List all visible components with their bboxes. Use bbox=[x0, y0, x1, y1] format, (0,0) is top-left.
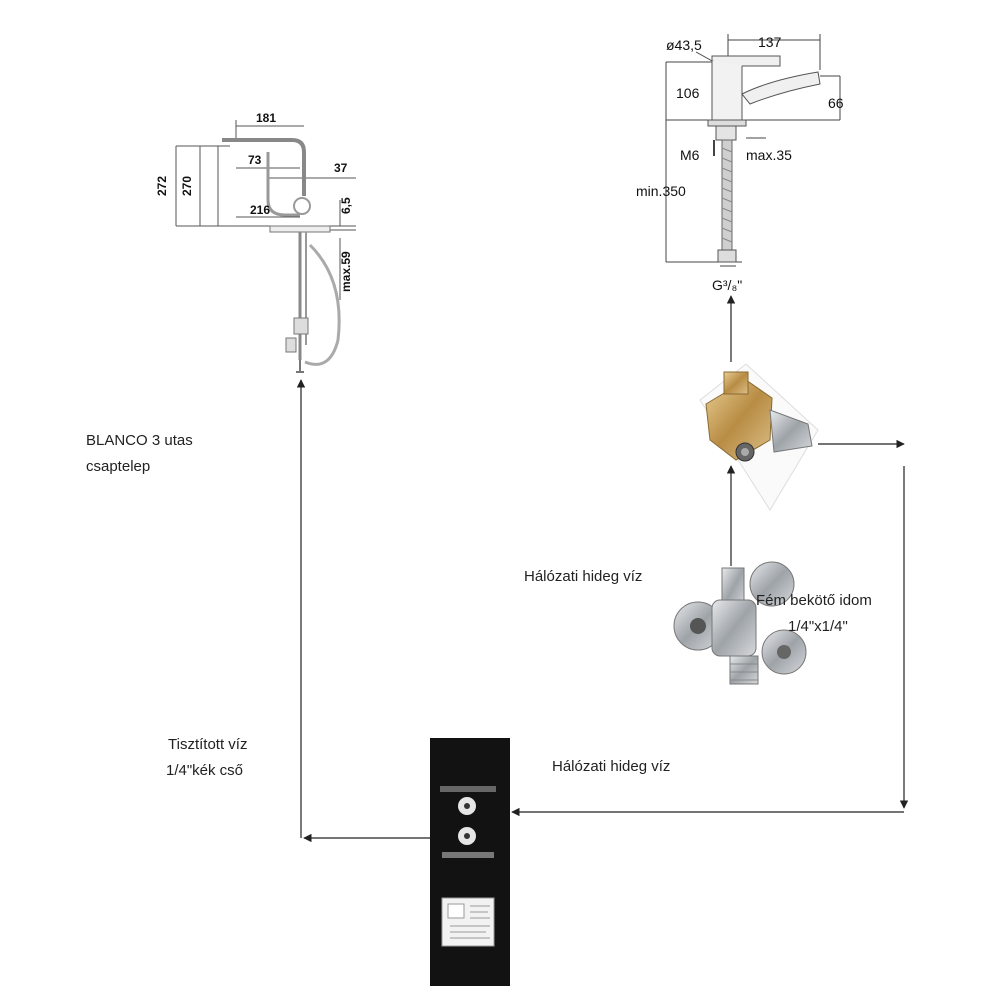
network-cold-water-label-lower: Hálózati hideg víz bbox=[552, 758, 671, 775]
faucet-dim-diameter: ø43,5 bbox=[666, 37, 702, 53]
blanco-dim-37: 37 bbox=[334, 161, 348, 175]
blanco-label-line1: BLANCO 3 utas bbox=[86, 432, 193, 449]
blanco-dim-216: 216 bbox=[250, 203, 270, 217]
blanco-dim-181: 181 bbox=[256, 111, 276, 125]
filter-unit bbox=[430, 738, 510, 986]
blanco-dim-270: 270 bbox=[180, 176, 194, 196]
blanco-dim-6-5: 6,5 bbox=[339, 197, 353, 214]
angle-valve bbox=[673, 561, 807, 685]
faucet-drawing bbox=[665, 34, 841, 267]
faucet-dim-min350: min.350 bbox=[636, 183, 686, 199]
flow-lines bbox=[296, 295, 909, 843]
blanco-dim-max59: max.59 bbox=[339, 251, 353, 292]
blanco-label-line2: csaptelep bbox=[86, 458, 151, 475]
faucet-dim-thread: G³/₈" bbox=[712, 277, 742, 293]
purified-water-label-line1: Tisztított víz bbox=[168, 736, 248, 753]
faucet-dim-m6: M6 bbox=[680, 147, 700, 163]
blanco-dim-73: 73 bbox=[248, 153, 262, 167]
blanco-faucet-drawing bbox=[175, 120, 356, 373]
faucet-dim-137: 137 bbox=[758, 34, 782, 50]
metal-fitting-label-line2: 1/4"x1/4" bbox=[788, 618, 848, 635]
network-cold-water-label-upper: Hálózati hideg víz bbox=[524, 568, 643, 585]
faucet-dim-66: 66 bbox=[828, 95, 844, 111]
purified-water-label-line2: 1/4"kék cső bbox=[166, 762, 244, 779]
faucet-dim-106: 106 bbox=[676, 85, 700, 101]
brass-tee-fitting bbox=[699, 363, 819, 511]
faucet-dim-max35: max.35 bbox=[746, 147, 792, 163]
blanco-dim-272: 272 bbox=[155, 176, 169, 196]
metal-fitting-label-line1: Fém bekötő idom bbox=[756, 592, 872, 609]
